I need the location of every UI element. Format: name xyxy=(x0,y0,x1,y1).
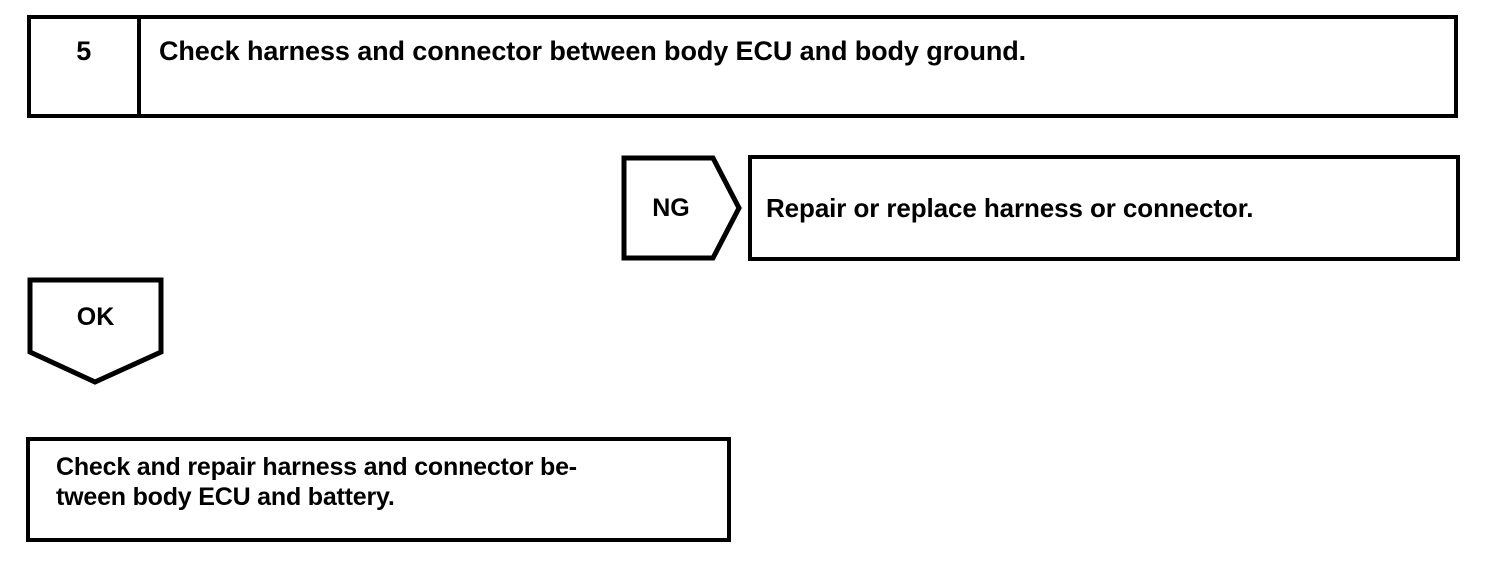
ng-branch-arrow: NG xyxy=(621,155,742,261)
step-header-box: 5 Check harness and connector between bo… xyxy=(27,15,1458,118)
ok-result-box: Check and repair harness and connector b… xyxy=(26,437,731,542)
ok-branch-label: OK xyxy=(76,302,115,331)
ng-result-box: Repair or replace harness or connector. xyxy=(748,155,1460,261)
step-title: Check harness and connector between body… xyxy=(159,36,1027,66)
ng-arrow-shape xyxy=(621,155,742,261)
step-title-cell: Check harness and connector between body… xyxy=(141,19,1454,114)
ok-branch-arrow: OK xyxy=(27,277,164,386)
ok-arrow-shape xyxy=(27,277,164,385)
ng-result-text: Repair or replace harness or connector. xyxy=(766,192,1254,223)
ok-result-text: Check and repair harness and connector b… xyxy=(56,453,577,511)
step-number: 5 xyxy=(76,36,92,66)
ng-branch-label: NG xyxy=(652,193,690,222)
step-number-cell: 5 xyxy=(31,19,141,114)
